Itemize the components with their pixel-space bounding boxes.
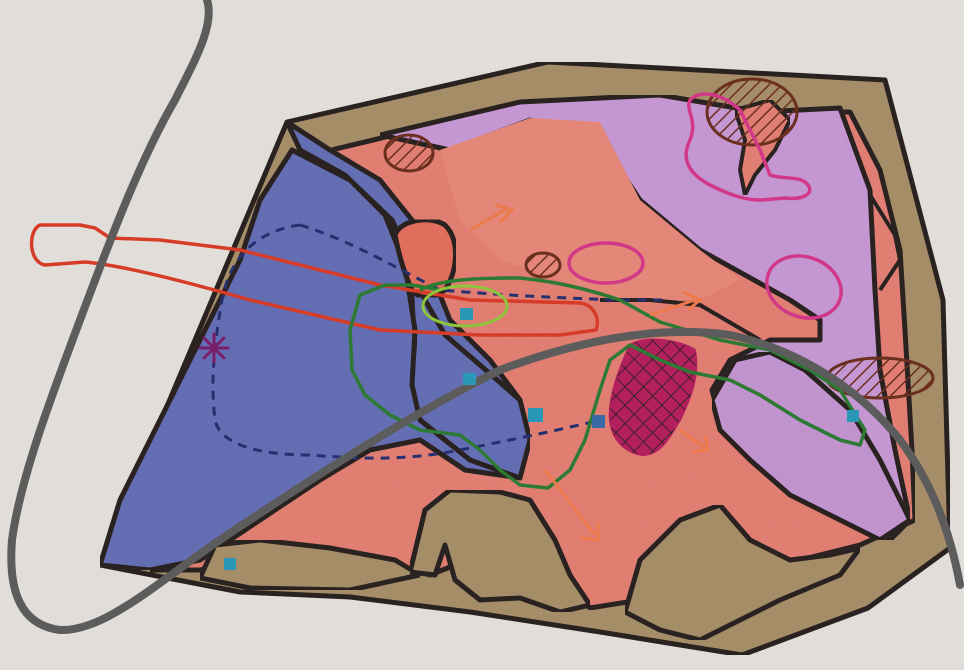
asterisk-icon bbox=[200, 334, 228, 362]
square-marker-icon bbox=[460, 308, 473, 320]
square-marker-icon bbox=[847, 410, 859, 422]
hatched-oval-icon bbox=[526, 253, 560, 277]
square-marker-icon bbox=[463, 373, 476, 385]
square-marker-icon bbox=[224, 558, 236, 570]
square-marker-icon bbox=[528, 408, 543, 422]
hatched-oval-icon bbox=[385, 135, 433, 171]
square-marker-icon bbox=[592, 415, 605, 428]
